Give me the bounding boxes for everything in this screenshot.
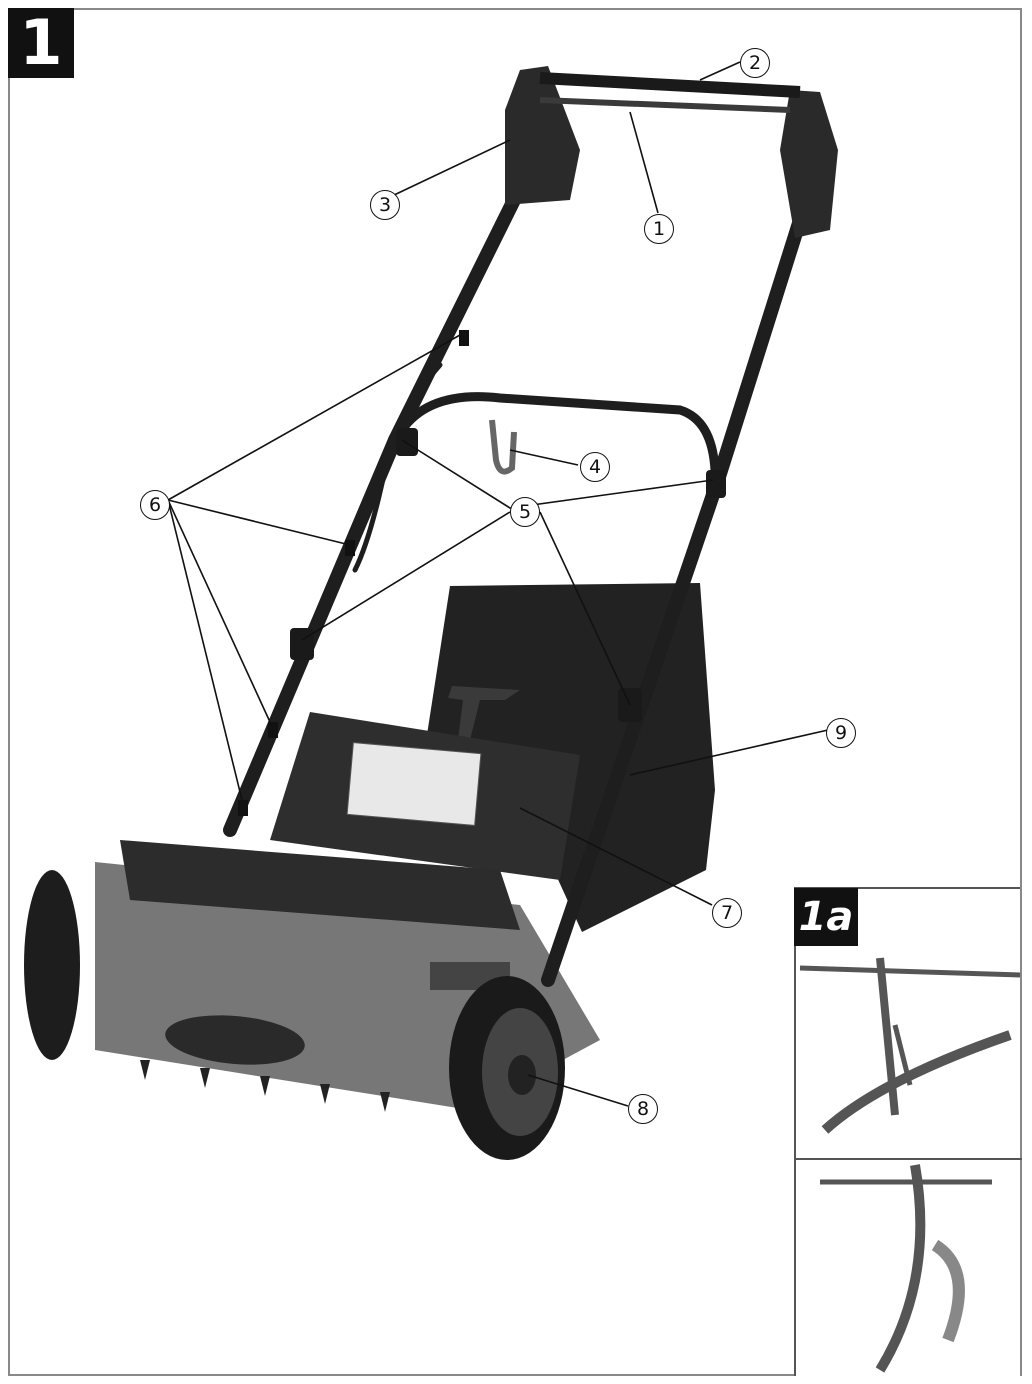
knob-upper-right (706, 470, 726, 498)
cable-clamp-bow (397, 392, 720, 475)
cable (352, 362, 443, 573)
top-grip (539, 72, 801, 98)
deck-badge (165, 1015, 305, 1065)
callout-8: 8 (628, 1094, 658, 1124)
height-adjust-knob (508, 1055, 536, 1095)
start-lever (539, 97, 791, 113)
handle-right-upper (711, 213, 807, 487)
figure-frame (8, 8, 1022, 1376)
inset-divider (794, 1158, 1022, 1160)
callout-3: 3 (370, 190, 400, 220)
leader-lines (167, 61, 829, 1107)
handle-right-lower (541, 473, 725, 987)
callout-6: 6 (140, 490, 170, 520)
callout-5: 5 (510, 497, 540, 527)
warning-label (346, 742, 482, 826)
callout-4: 4 (580, 452, 610, 482)
wheel-left (24, 870, 80, 1060)
callout-1: 1 (644, 214, 674, 244)
tines (140, 1060, 390, 1112)
switch-box (505, 66, 580, 205)
knob-upper-left (396, 428, 418, 456)
callout-9: 9 (826, 718, 856, 748)
strain-relief-hook (489, 419, 517, 475)
inset-number-badge: 1a (794, 888, 858, 946)
callout-7: 7 (712, 898, 742, 928)
figure-number-badge: 1 (8, 8, 74, 78)
callout-2: 2 (740, 48, 770, 78)
